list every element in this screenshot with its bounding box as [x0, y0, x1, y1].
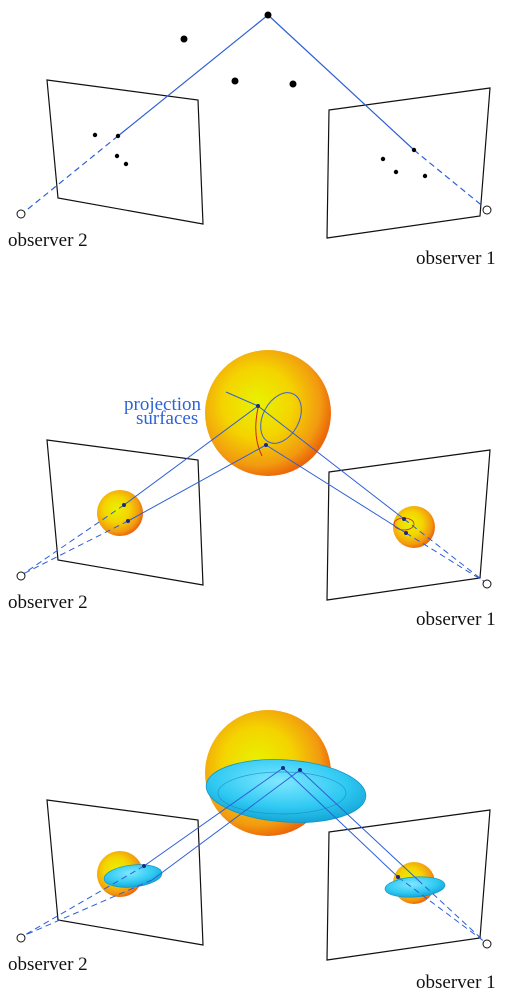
ray-dashed [417, 879, 486, 943]
ray [151, 769, 301, 881]
panel-3-ellipsoids: observer 2 observer 1 [8, 710, 496, 993]
projected-point [393, 169, 399, 175]
scene-point [264, 11, 272, 19]
panel-2-spheres: projection surfaces observer 2 observer … [8, 350, 496, 630]
ray-dashed [22, 879, 153, 937]
observer-1-center [482, 579, 492, 589]
ray-dashed-right [413, 149, 486, 209]
image-plane-right [326, 449, 491, 601]
ray [257, 405, 405, 520]
point-marker [404, 531, 408, 535]
ray-dashed-left [22, 135, 119, 214]
observer-1-label: observer 1 [416, 609, 496, 630]
ray [282, 767, 399, 878]
uncertainty-sphere-main [205, 350, 331, 476]
observer-1-center [482, 205, 492, 215]
point-marker [122, 503, 126, 507]
point-marker [142, 864, 146, 868]
annotation-pointer [225, 391, 259, 407]
projected-point [123, 161, 129, 167]
observer-2-label: observer 2 [8, 954, 88, 975]
point-marker [264, 443, 268, 447]
scene-point [289, 80, 297, 88]
annotation-projection: projection [124, 394, 202, 415]
annotation-surfaces: surfaces [136, 408, 198, 429]
observer-2-center [16, 933, 26, 943]
ray [299, 769, 419, 881]
ray-dashed [22, 504, 125, 575]
projected-point [114, 153, 120, 159]
projected-point [92, 132, 98, 138]
ray-dashed [397, 876, 486, 943]
projected-point [380, 156, 386, 162]
image-plane-left [46, 799, 204, 946]
projected-point [411, 147, 417, 153]
projection-surface-curve [260, 392, 302, 444]
observer-1-label: observer 1 [416, 972, 496, 993]
point-marker [126, 519, 130, 523]
observer-1-label: observer 1 [416, 248, 496, 269]
ray-solid-right [267, 14, 415, 151]
ray-dashed [22, 865, 145, 937]
uncertainty-ellipsoid-main-ring [217, 771, 347, 815]
ray [127, 444, 267, 522]
panel-1-points: observer 2 observer 1 [8, 11, 496, 269]
image-plane-left [46, 439, 204, 586]
ray-dashed [403, 518, 486, 583]
projected-point [422, 173, 428, 179]
point-marker [402, 517, 406, 521]
ray [143, 767, 284, 867]
image-plane-right [326, 87, 491, 239]
uncertainty-sphere-left [97, 490, 143, 536]
ray-solid-left [117, 14, 269, 137]
scene-point [180, 35, 188, 43]
projection-surface-curve-red [255, 407, 263, 457]
projected-point [115, 133, 121, 139]
ray [123, 405, 259, 506]
observer-2-label: observer 2 [8, 230, 88, 251]
point-marker [396, 875, 400, 879]
observer-2-center [16, 571, 26, 581]
image-plane-left [46, 79, 204, 225]
observer-2-label: observer 2 [8, 592, 88, 613]
ray [265, 444, 407, 534]
point-marker [298, 768, 302, 772]
scene-point [231, 77, 239, 85]
observer-2-center [16, 209, 26, 219]
point-marker [256, 404, 260, 408]
ray-dashed [405, 532, 486, 583]
observer-1-center [482, 939, 492, 949]
point-marker [281, 766, 285, 770]
